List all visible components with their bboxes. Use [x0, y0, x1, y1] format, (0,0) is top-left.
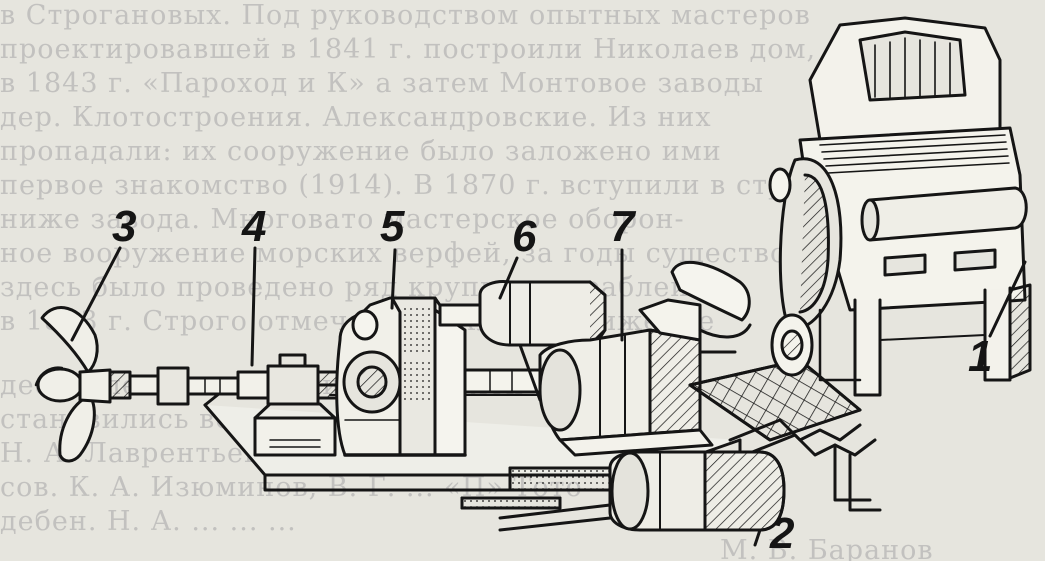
- callout-6-auxiliary-motor: 6: [512, 212, 537, 261]
- callout-leaders: [70, 246, 1027, 547]
- piping: [728, 418, 882, 512]
- boiler-unit: [768, 16, 1032, 397]
- background-text-line: в 1843 г. «Пароход и К» а затем Монтовое…: [0, 68, 764, 99]
- reduction-gearbox: [335, 296, 467, 457]
- propeller: [34, 306, 162, 463]
- background-text-line: пропадали: их сооружение было заложено и…: [0, 136, 722, 167]
- auxiliary-motor: [438, 280, 607, 402]
- background-text-line: дебен. Н. А. ... ... ...: [0, 506, 297, 537]
- callout-7-main-motor: 7: [610, 202, 635, 251]
- background-text-line: ное вооружение морских верфей, за годы с…: [0, 238, 877, 269]
- propeller-shaft: [156, 366, 242, 406]
- floor-grating: [688, 358, 862, 442]
- background-text-line: ниже завода. Многовато мастерское оборон…: [0, 204, 685, 235]
- background-text-line: дер. Клотостроения. Александровские. Из …: [0, 102, 712, 133]
- callout-2-generator: 2: [770, 509, 795, 558]
- callout-4-thrust-bearing: 4: [242, 202, 267, 251]
- main-motor: [538, 298, 714, 457]
- callout-3-propeller: 3: [112, 202, 137, 251]
- background-text-line: проектировавшей в 1841 г. построили Нико…: [0, 34, 817, 65]
- callout-1-boiler: 1: [968, 332, 993, 381]
- background-text-line: первое знакомство (1914). В 1870 г. всту…: [0, 170, 823, 201]
- callout-5-gearbox: 5: [380, 202, 405, 251]
- exhaust-pipe: [670, 260, 752, 354]
- generator: [460, 450, 786, 532]
- thrust-bearing: [236, 353, 347, 457]
- background-text-line: в Строгановых. Под руководством опытных …: [0, 0, 811, 31]
